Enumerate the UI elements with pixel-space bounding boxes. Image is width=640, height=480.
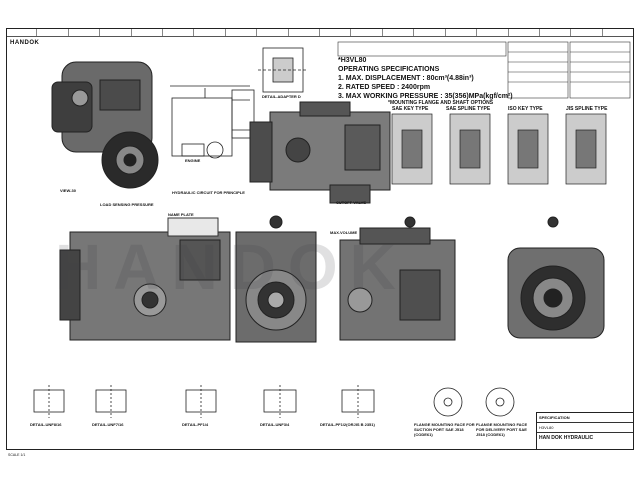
label-detail-pf14: DETAIL-PF1/4 [182, 422, 209, 427]
label-engine: ENGINE [185, 158, 201, 163]
pump-front-center [235, 215, 317, 343]
option-sae-key: SAE KEY TYPE [392, 106, 429, 112]
label-flange-suction: FLANGE MOUNTING FACE FOR SUCTION PORT SA… [414, 422, 475, 437]
label-cutoff-valve: CUTOFF VALVE [336, 200, 366, 205]
title-company: HAN DOK HYDRAULIC [539, 435, 594, 441]
label-name-plate: NAME PLATE [168, 212, 194, 217]
drawing-sheet [6, 28, 634, 450]
label-hydraulic-circuit: HYDRAULIC CIRCUIT FOR PRINCIPLE [172, 190, 245, 195]
detail-sections [33, 385, 515, 418]
label-flange-delivery: FLANGE MOUNTING FACE FOR DELIVERY PORT S… [476, 422, 528, 437]
option-iso-key: ISO KEY TYPE [508, 106, 543, 112]
pump-side-top [249, 101, 391, 204]
pump-front-left [59, 217, 231, 341]
pump-end-view [507, 216, 605, 339]
spec-title: OPERATING SPECIFICATIONS [338, 66, 440, 73]
label-max-volume: MAX.VOLUME [330, 230, 358, 235]
mounting-options-title: *MOUNTING FLANGE AND SHAFT OPTIONS [388, 100, 494, 106]
title-model: H3VL80 [537, 423, 633, 433]
pump-isometric [51, 61, 159, 189]
spec-model: *H3VL80 [338, 57, 367, 64]
header-strip [6, 28, 635, 37]
option-sae-spline: SAE SPLINE TYPE [446, 106, 491, 112]
spec-line-3: 3. MAX WORKING PRESSURE : 35(356)MPa(kgf… [338, 93, 513, 100]
shaft-options [391, 113, 607, 185]
label-detail-pf1-2: DETAIL-PF1/2(ORJIS B 2351) [320, 422, 375, 427]
footer-scale: SCALE 1/1 [8, 453, 26, 457]
label-detail-unf8: DETAIL-UNF8/16 [30, 422, 62, 427]
pump-side-right [339, 216, 456, 341]
label-detail-unf16: DETAIL-UNF7/16 [92, 422, 124, 427]
hydraulic-circuit [170, 85, 255, 159]
title-block: SPECIFICATION H3VL80 HAN DOK HYDRAULIC [536, 412, 634, 450]
spec-line-1: 1. MAX. DISPLACEMENT : 80cm³(4.88in³) [338, 75, 474, 82]
label-detail-adapter: DETAIL-ADAPTER D [262, 94, 301, 99]
title-doc: SPECIFICATION [537, 413, 633, 423]
watermark: HANDOK [55, 231, 408, 303]
spec-tables [337, 41, 631, 99]
brand-logo: HANDOK [10, 40, 40, 46]
detail-adapter [258, 47, 308, 93]
spec-line-2: 2. RATED SPEED : 2400rpm [338, 84, 431, 91]
label-load-sensing: LOAD SENSING PRESSURE [100, 202, 154, 207]
label-view: VIEW-30 [60, 188, 76, 193]
operating-specifications: *H3VL80 OPERATING SPECIFICATIONS 1. MAX.… [338, 56, 513, 101]
label-detail-unf34: DETAIL-UNF3/4 [260, 422, 290, 427]
option-jis-spline: JIS SPLINE TYPE [566, 106, 608, 112]
